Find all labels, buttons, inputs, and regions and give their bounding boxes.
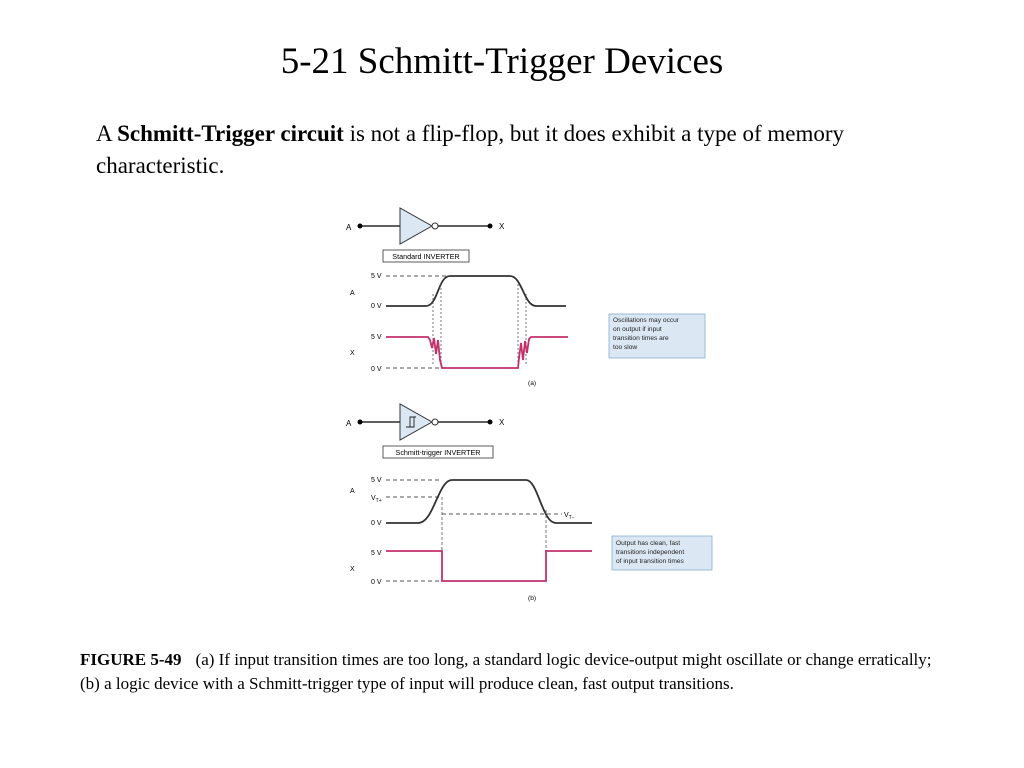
- panel-b-vtminus: VT−: [564, 512, 575, 521]
- panel-a-note-box: [608, 313, 706, 359]
- panel-b-vtminus-main: V: [564, 512, 569, 519]
- panel-b-note-line: transitions independent: [616, 549, 684, 556]
- panel-b-wave-a-label: A: [350, 488, 355, 495]
- schmitt-inverter-triangle-icon: [399, 403, 434, 441]
- panel-b: A X Schmitt-trigger INVERTER A 5 V VT+ 0…: [346, 403, 713, 602]
- panel-b-0v-a: 0 V: [371, 520, 382, 527]
- panel-a-note-line: too slow: [613, 344, 637, 351]
- panel-a-note: Oscillations may occur on output if inpu…: [613, 317, 681, 351]
- panel-b-input-label: A: [346, 419, 352, 428]
- panel-b-output-label: X: [499, 418, 505, 427]
- intro-paragraph: A Schmitt-Trigger circuit is not a flip-…: [96, 118, 916, 182]
- intro-rest: is not a flip-flop, but it does exhibit …: [96, 121, 845, 178]
- caption-text: (a) If input transition times are too lo…: [80, 650, 932, 693]
- inverter-bubble-icon: [431, 222, 439, 230]
- panel-a-output-label: X: [499, 222, 505, 231]
- hysteresis-icon: [406, 416, 416, 428]
- panel-a-5v-x: 5 V: [371, 334, 382, 341]
- panel-b-note-box: [611, 535, 713, 571]
- panel-a-input-label: A: [346, 223, 352, 232]
- schmitt-trigger-figure: A X Standard INVERTER A 5 V 0 V X 5 V 0 …: [346, 207, 713, 602]
- panel-b-tag: (b): [528, 595, 536, 602]
- slide-title: 5-21 Schmitt-Trigger Devices: [280, 41, 724, 82]
- panel-a-wave-a-label: A: [350, 290, 355, 297]
- panel-b-0v-x: 0 V: [371, 579, 382, 586]
- panel-b-note-line: of input transition times: [616, 558, 685, 565]
- inverter-triangle-icon: [399, 207, 434, 245]
- intro-bold-term: Schmitt-Trigger circuit: [117, 121, 344, 146]
- intro-prefix: A: [96, 121, 118, 146]
- panel-b-vtplus-main: V: [371, 495, 376, 502]
- panel-a-tag: (a): [528, 380, 536, 387]
- panel-a-device-label: Standard INVERTER: [392, 252, 459, 261]
- panel-b-vtplus: VT+: [371, 495, 382, 504]
- panel-b-output-waveform: [386, 550, 592, 582]
- panel-a-0v-x: 0 V: [371, 366, 382, 373]
- panel-a-note-line: Oscillations may occur: [613, 317, 680, 324]
- panel-a-output-dot: [487, 223, 493, 229]
- panel-a: A X Standard INVERTER A 5 V 0 V X 5 V 0 …: [346, 207, 706, 387]
- panel-a-5v-a: 5 V: [371, 273, 382, 280]
- panel-a-0v-a: 0 V: [371, 303, 382, 310]
- panel-b-5v-x: 5 V: [371, 550, 382, 557]
- schmitt-inverter-bubble-icon: [431, 418, 439, 426]
- panel-b-note: Output has clean, fast transitions indep…: [616, 540, 686, 565]
- figure-label: FIGURE 5-49: [80, 650, 182, 669]
- panel-b-output-dot: [487, 419, 493, 425]
- panel-a-note-line: on output if input: [613, 326, 662, 333]
- panel-b-note-line: Output has clean, fast: [616, 540, 680, 547]
- panel-a-note-line: transition times are: [613, 335, 669, 342]
- panel-b-5v-a: 5 V: [371, 477, 382, 484]
- panel-a-output-waveform: [386, 336, 568, 369]
- panel-a-wave-x-label: X: [350, 350, 355, 357]
- panel-a-device-label-box: [382, 249, 470, 263]
- figure-caption: FIGURE 5-49(a) If input transition times…: [80, 648, 940, 695]
- panel-b-device-label-box: [382, 445, 494, 459]
- panel-b-vtplus-sub: T+: [376, 498, 382, 504]
- panel-a-input-waveform: [386, 275, 566, 307]
- panel-b-input-waveform: [386, 479, 592, 524]
- panel-b-device-label: Schmitt-trigger INVERTER: [396, 448, 481, 457]
- panel-b-vtminus-sub: T−: [569, 515, 575, 521]
- panel-b-wave-x-label: X: [350, 566, 355, 573]
